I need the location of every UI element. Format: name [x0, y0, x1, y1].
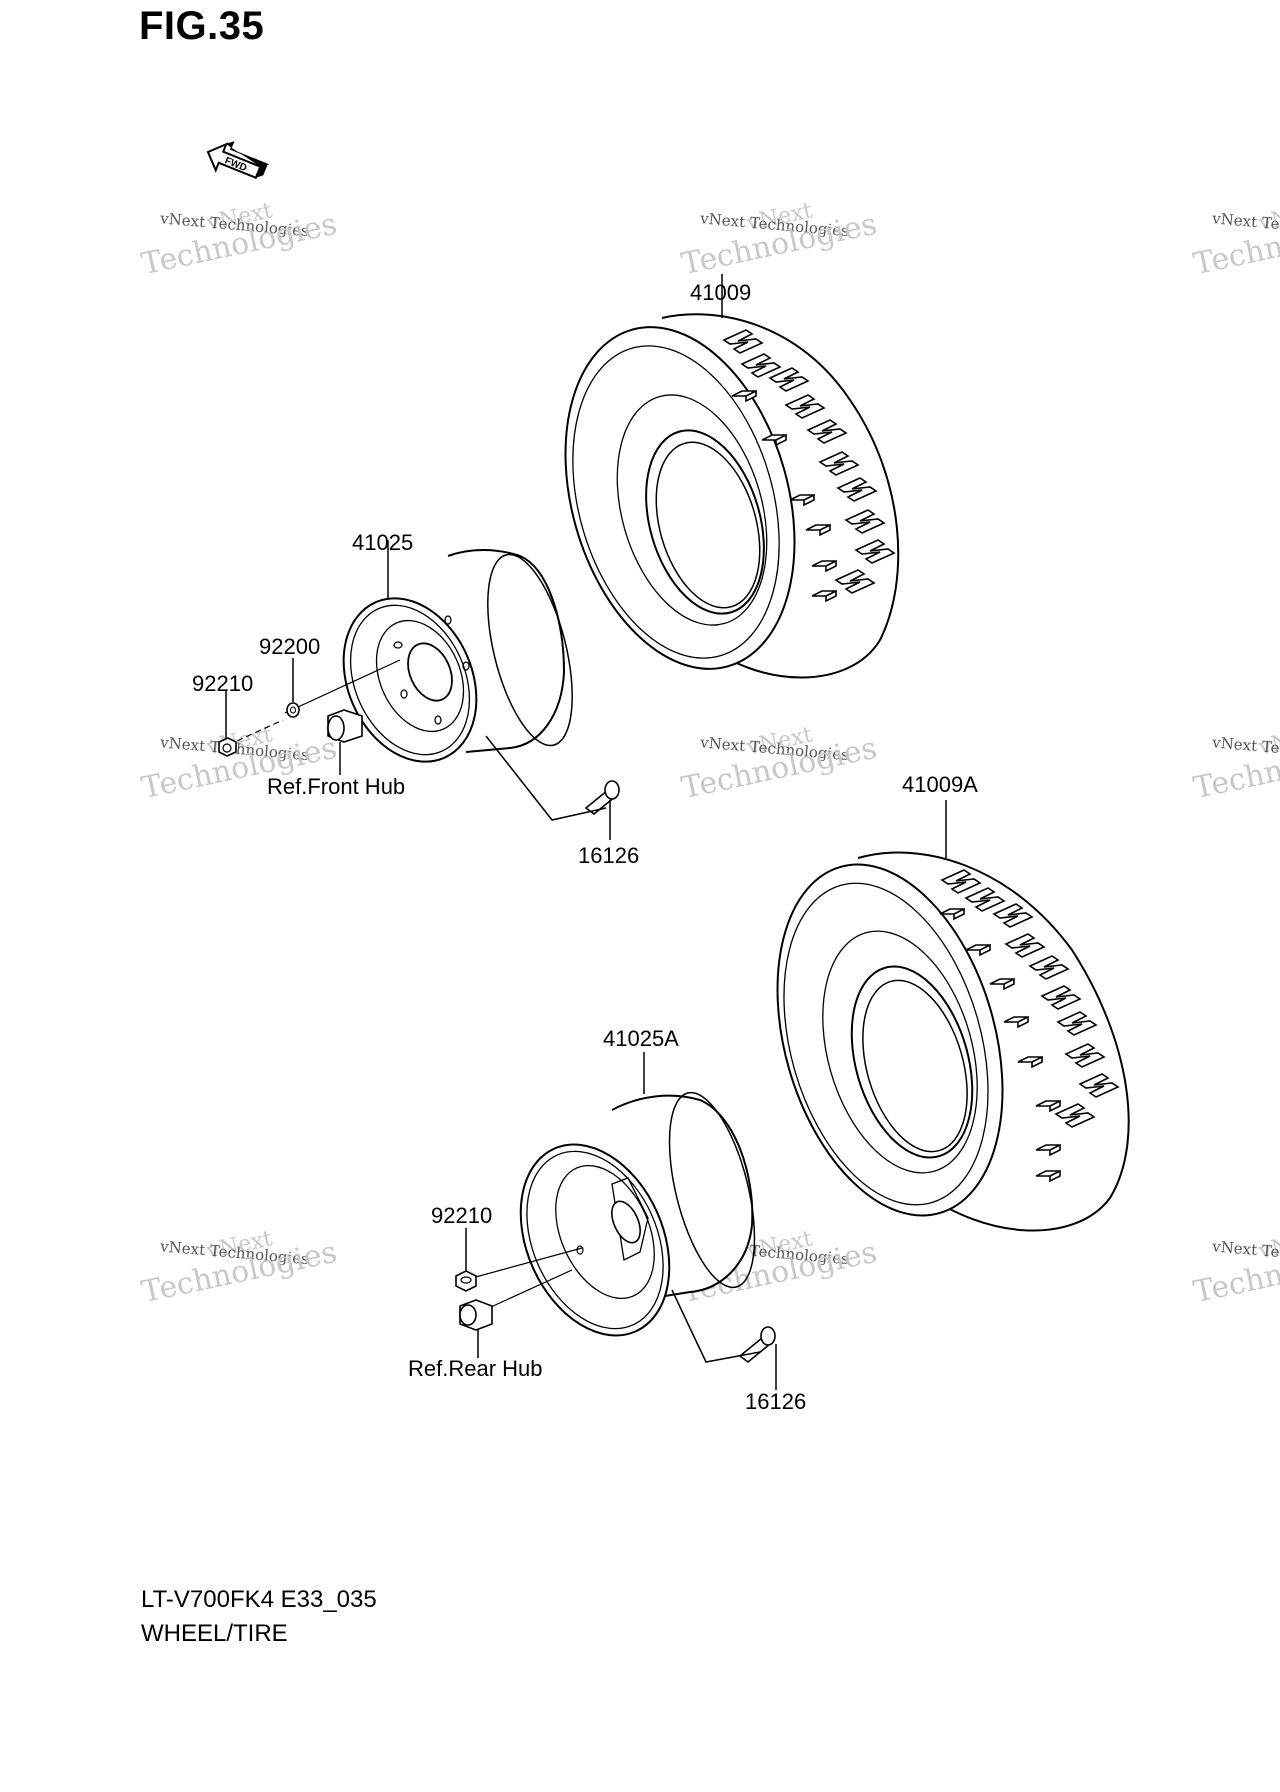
- model-code: LT-V700FK4 E33_035: [141, 1586, 377, 1613]
- fwd-arrow-icon: FWD: [206, 141, 270, 180]
- figure-title: FIG.35: [139, 4, 265, 48]
- rear-wheel: [519, 1091, 756, 1337]
- label-41025a: 41025A: [603, 1026, 679, 1051]
- front-hub-spacer: [327, 709, 363, 743]
- front-wheel: [342, 549, 573, 763]
- label-ref-front-hub: Ref.Front Hub: [267, 774, 406, 799]
- svg-text:FWD: FWD: [223, 155, 248, 174]
- label-41009: 41009: [690, 280, 752, 305]
- label-16126-rear: 16126: [745, 1389, 807, 1414]
- label-41025: 41025: [352, 530, 414, 555]
- label-92200: 92200: [259, 634, 321, 659]
- washer-92200: [286, 702, 300, 718]
- valve-16126-rear: [738, 1326, 776, 1364]
- front-tire: [564, 313, 900, 679]
- label-41009a: 41009A: [902, 772, 978, 797]
- label-92210-front: 92210: [192, 671, 254, 696]
- label-16126-front: 16126: [578, 843, 640, 868]
- rear-hub-spacer: [459, 1299, 493, 1331]
- rear-tire: [776, 851, 1130, 1232]
- nut-92210-rear: [455, 1270, 477, 1292]
- label-ref-rear-hub: Ref.Rear Hub: [408, 1356, 543, 1381]
- nut-92210-front: [218, 737, 237, 757]
- section-title: WHEEL/TIRE: [141, 1620, 288, 1647]
- label-92210-rear: 92210: [431, 1203, 493, 1228]
